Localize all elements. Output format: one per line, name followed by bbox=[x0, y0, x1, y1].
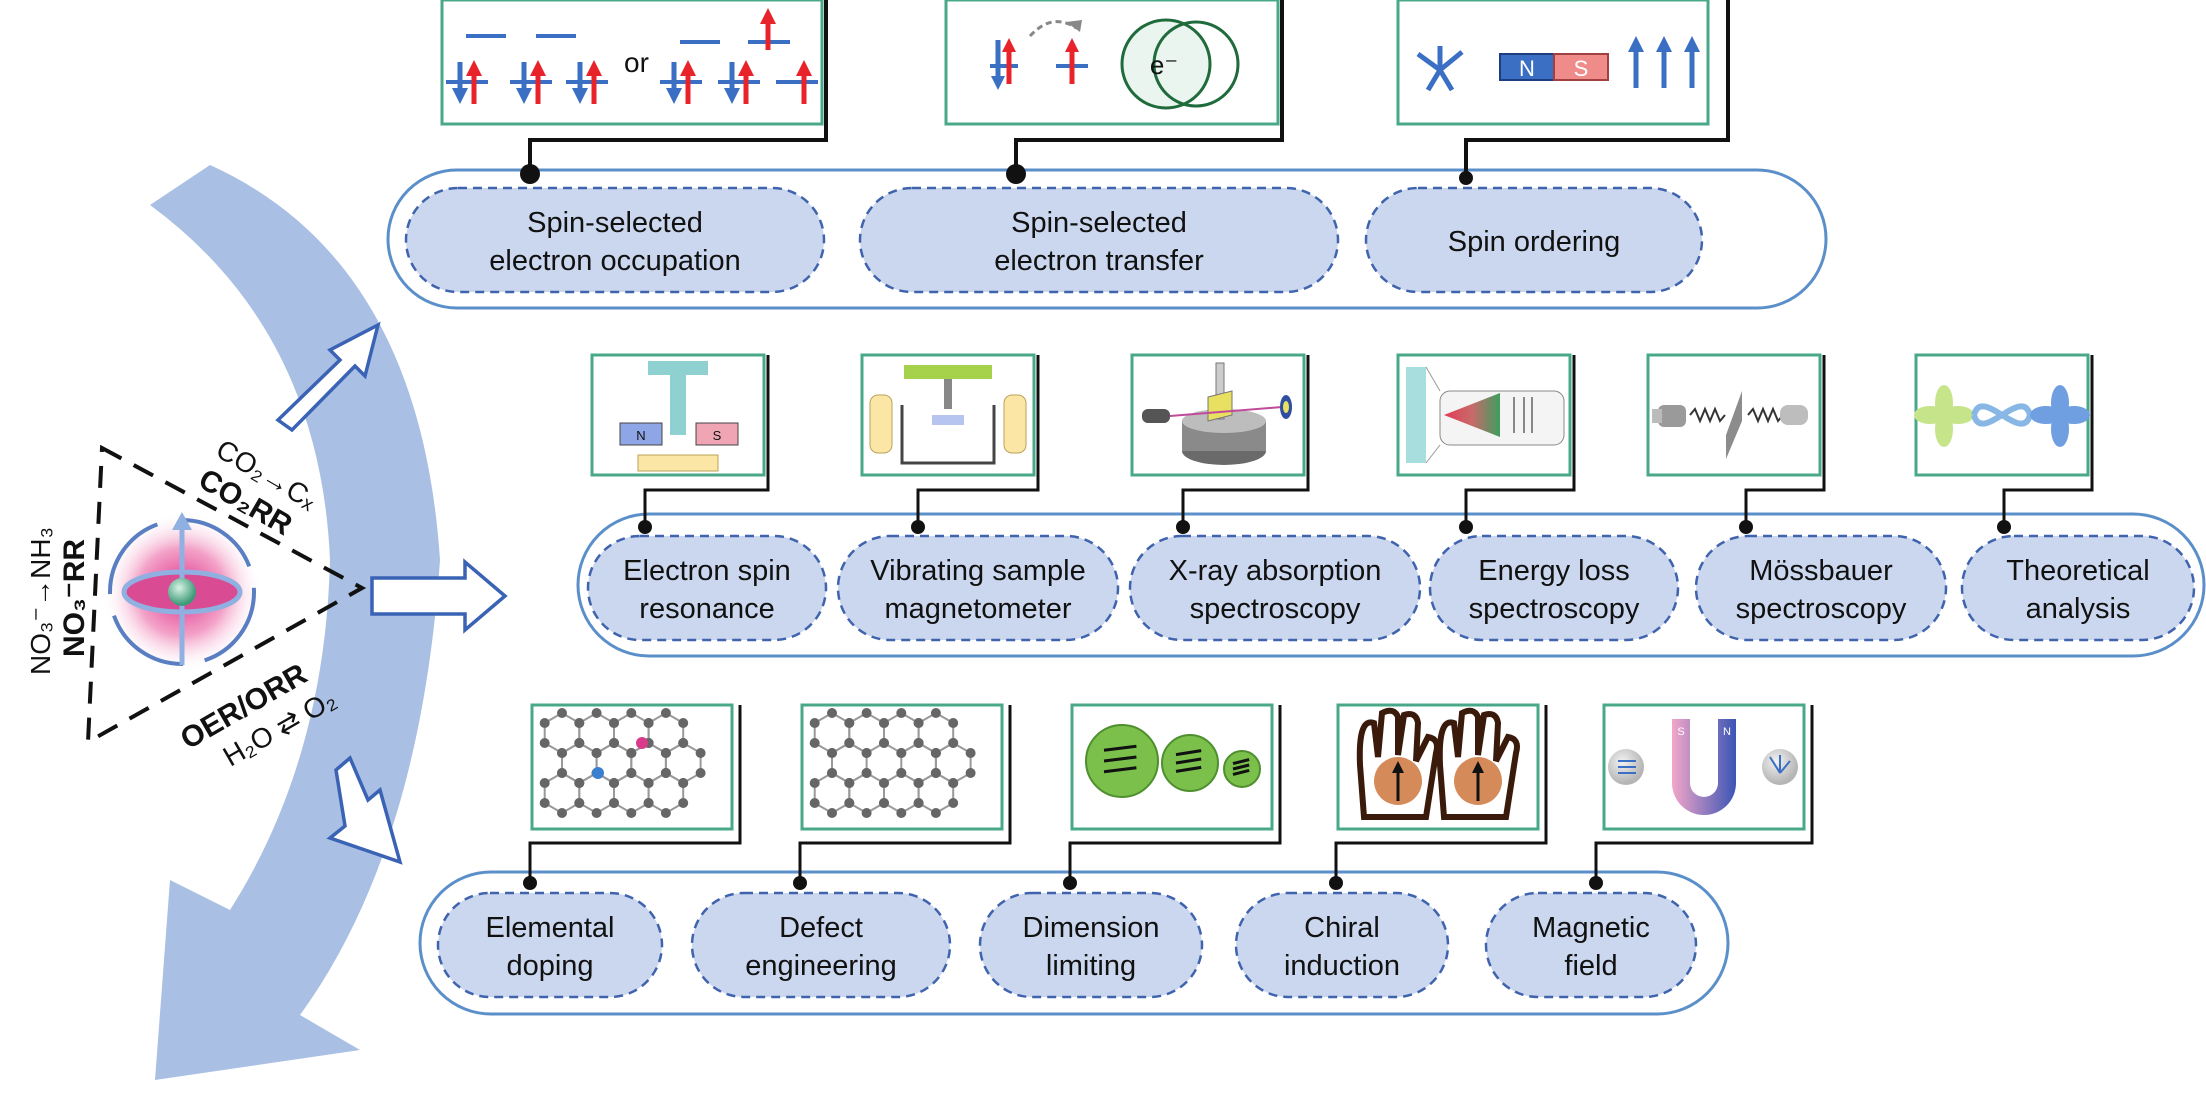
row2-pill-label-line2: spectroscopy bbox=[1469, 593, 1640, 625]
row3-pill-1: Defect engineering bbox=[690, 891, 952, 999]
row2-pill-label-line2: analysis bbox=[2026, 593, 2131, 625]
or-label: or bbox=[624, 47, 649, 78]
chiral-box bbox=[1329, 703, 1548, 890]
row3-pill-label-line1: Elemental bbox=[486, 912, 615, 944]
electron-occupation-box: or bbox=[440, 0, 828, 184]
row1-pill-0: Spin-selected electron occupation bbox=[404, 186, 826, 294]
svg-text:N: N bbox=[636, 428, 645, 443]
row3-pill-label-line2: limiting bbox=[1046, 950, 1136, 982]
svg-text:S: S bbox=[713, 428, 722, 443]
row2-pill-label-line2: resonance bbox=[639, 593, 774, 625]
mossbauer-box bbox=[1646, 353, 1826, 534]
row2-pill-4: Mössbauer spectroscopy bbox=[1694, 534, 1948, 642]
row2-pill-5: Theoretical analysis bbox=[1960, 534, 2196, 642]
arrow-to-row2 bbox=[370, 558, 508, 634]
row3-pill-label-line2: field bbox=[1564, 950, 1617, 982]
spin-ordering-box: N S bbox=[1396, 0, 1730, 185]
row2-pill-0: Electron spin resonance bbox=[586, 534, 828, 642]
row3-pill-label-line2: induction bbox=[1284, 950, 1400, 982]
defect-icon bbox=[809, 708, 976, 818]
svg-text:S: S bbox=[1574, 56, 1589, 81]
row3-pill-label-line1: Magnetic bbox=[1532, 912, 1650, 944]
row3-pill-3: Chiral induction bbox=[1234, 891, 1450, 999]
row2-pill-label-line2: spectroscopy bbox=[1736, 593, 1907, 625]
eels-icon bbox=[1406, 366, 1565, 464]
mossbauer-icon bbox=[1652, 391, 1808, 459]
spin-atom-icon bbox=[102, 512, 262, 672]
doping-icon bbox=[539, 708, 706, 818]
aligned-spins-icon bbox=[1628, 36, 1700, 88]
row3-pill-label-line2: engineering bbox=[745, 950, 897, 982]
eels-box bbox=[1396, 353, 1576, 534]
svg-text:N: N bbox=[1723, 726, 1731, 738]
row2-pill-label-line2: magnetometer bbox=[885, 593, 1072, 625]
row2-pill-label-line1: Electron spin bbox=[623, 555, 791, 587]
row2-pill-label-line1: Theoretical bbox=[2006, 555, 2149, 587]
svg-text:e⁻: e⁻ bbox=[1150, 50, 1178, 80]
chiral-icon bbox=[1356, 707, 1520, 820]
row1-pill-label-line2: electron occupation bbox=[489, 245, 741, 277]
doping-box bbox=[523, 703, 742, 890]
svg-text:S: S bbox=[1677, 726, 1684, 738]
arrow-to-row1 bbox=[275, 321, 381, 433]
row3-pill-label-line1: Dimension bbox=[1023, 912, 1160, 944]
xas-icon bbox=[1142, 362, 1292, 465]
theory-box bbox=[1914, 353, 2094, 534]
row1-pill-label-line2: electron transfer bbox=[994, 245, 1204, 277]
svg-text:NO₃⁻RR: NO₃⁻RR bbox=[58, 539, 91, 657]
row2-pill-label-line1: Vibrating sample bbox=[870, 555, 1085, 587]
row1-pill-1: Spin-selected electron transfer bbox=[858, 186, 1340, 294]
defect-box bbox=[793, 703, 1012, 890]
row2-pill-label-line1: Energy loss bbox=[1478, 555, 1630, 587]
row3-pill-label-line2: doping bbox=[506, 950, 593, 982]
row3-pill-label-line1: Chiral bbox=[1304, 912, 1380, 944]
row1-pill-label-line1: Spin-selected bbox=[527, 207, 703, 239]
svg-text:NO₃⁻→NH₃: NO₃⁻→NH₃ bbox=[25, 527, 56, 675]
row2-pill-label-line2: spectroscopy bbox=[1190, 593, 1361, 625]
bar-magnet-icon: N S bbox=[1499, 53, 1609, 81]
arrow-to-row3 bbox=[326, 755, 403, 865]
row2-pill-3: Energy loss spectroscopy bbox=[1428, 534, 1680, 642]
row3-pill-0: Elemental doping bbox=[436, 891, 664, 999]
dimension-box bbox=[1063, 703, 1282, 890]
row2-pill-2: X-ray absorption spectroscopy bbox=[1128, 534, 1422, 642]
row2-pill-label-line1: Mössbauer bbox=[1749, 555, 1893, 587]
dimension-icon bbox=[1085, 724, 1261, 798]
no3-reaction-label: NO₃⁻→NH₃ NO₃⁻RR bbox=[25, 527, 91, 675]
vsm-icon bbox=[869, 365, 1027, 465]
theory-icon bbox=[1914, 385, 2090, 447]
orbital-occupation-icon bbox=[446, 8, 818, 104]
random-spins-icon bbox=[1416, 46, 1464, 92]
row2-pill-label-line1: X-ray absorption bbox=[1169, 555, 1382, 587]
svg-text:N: N bbox=[1519, 56, 1535, 81]
row1-pill-2: Spin ordering bbox=[1364, 186, 1704, 294]
row3-pill-4: Magnetic field bbox=[1484, 891, 1698, 999]
row1-pill-label-line1: Spin ordering bbox=[1448, 226, 1621, 258]
xas-box bbox=[1130, 353, 1310, 534]
electron-transfer-box: e⁻ bbox=[944, 0, 1284, 184]
row3-pill-2: Dimension limiting bbox=[978, 891, 1204, 999]
spin-filter-circles-icon: e⁻ bbox=[1120, 18, 1240, 110]
reaction-triangle bbox=[85, 444, 367, 746]
row3-pill-label-line1: Defect bbox=[779, 912, 863, 944]
row1-pill-label-line1: Spin-selected bbox=[1011, 207, 1187, 239]
row2-pill-1: Vibrating sample magnetometer bbox=[836, 534, 1120, 642]
electron-hop-icon bbox=[990, 20, 1088, 90]
vsm-box bbox=[860, 353, 1040, 534]
